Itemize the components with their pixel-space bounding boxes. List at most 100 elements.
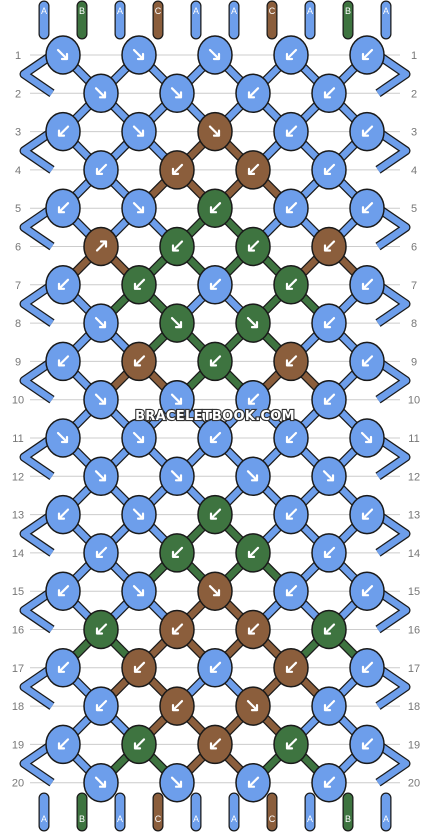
knot [311,226,347,267]
strand-label: B [79,6,85,16]
knot [349,265,385,305]
knot-arrow-icon [209,508,222,520]
strand-label: A [117,814,123,824]
knot-arrow-icon [94,317,107,329]
knot-arrow-icon [323,699,336,712]
knot-arrow-icon [171,163,184,175]
knot-arrow-icon [361,48,374,61]
row-number-left: 12 [12,471,24,483]
knot [45,35,81,75]
knot [159,150,195,190]
knot [273,724,309,765]
knot-arrow-icon [171,546,184,559]
knot-arrow-icon [323,240,336,252]
knot-arrow-icon [95,699,108,712]
knot [83,762,119,803]
row-number-left: 10 [12,395,24,407]
edge-strand [376,588,410,633]
knot [349,341,385,382]
edge-strand [20,435,54,479]
knot-arrow-icon [246,317,259,329]
row-number-right: 1 [411,50,417,62]
knot-arrow-icon [247,87,260,99]
strand-label: C [155,6,162,16]
knot-arrow-icon [132,125,145,137]
knot [121,265,157,305]
edge-strand [376,52,410,96]
knot [121,494,157,535]
knot-arrow-icon [247,163,260,175]
row-number-right: 17 [408,663,420,675]
knot-arrow-icon [209,355,222,367]
edge-strand [20,128,54,173]
knot [121,341,157,382]
strand-label: A [231,6,237,16]
knot [349,494,385,535]
knot [311,379,347,420]
row-number-right: 11 [408,433,419,445]
knot-arrow-icon [246,699,259,712]
row-number-right: 2 [411,88,417,100]
knot [83,226,119,267]
knot-arrow-icon [361,508,374,520]
knot [83,456,119,497]
edge-strand [376,282,410,326]
edge-strand [376,741,410,786]
strand-label: A [307,6,313,16]
knot-arrow-icon [95,546,108,559]
knot [235,533,271,573]
row-number-left: 5 [15,203,21,215]
knot [83,379,119,420]
knot [197,494,233,535]
edge-strand [20,358,54,403]
knot-arrow-icon [56,431,69,444]
knot-arrow-icon [170,87,183,99]
knot-arrow-icon [95,240,108,252]
knot-arrow-icon [170,393,183,405]
knot [273,418,309,458]
edge-strand [376,205,410,250]
knot-arrow-icon [209,278,222,290]
row-number-right: 6 [411,242,417,254]
knot [197,188,233,228]
knot [311,609,347,650]
row-number-right: 8 [411,318,417,330]
knot [197,648,233,688]
knot [83,686,119,726]
knot-arrow-icon [133,661,146,673]
knot-arrow-icon [57,355,70,367]
knot [197,571,233,611]
knot [83,303,119,343]
knot-arrow-icon [361,202,374,214]
knot-arrow-icon [323,776,336,788]
knot [349,111,385,152]
knot [349,571,385,611]
row-number-left: 2 [15,88,21,100]
row-number-right: 16 [408,625,420,637]
knot-arrow-icon [133,738,146,750]
knot-arrow-icon [57,661,70,673]
knot-arrow-icon [209,431,222,444]
knot-arrow-icon [95,623,108,635]
knot-arrow-icon [361,585,374,597]
knot [311,303,347,343]
knot [273,35,309,75]
knot-arrow-icon [94,776,107,788]
knot-arrow-icon [247,393,260,405]
knot [159,609,195,650]
knot [235,303,271,343]
knot-arrow-icon [170,776,183,788]
knot-arrow-icon [246,470,259,482]
edge-strand [20,665,54,709]
knot [121,418,157,458]
row-number-left: 7 [15,280,21,292]
strand-label: A [231,814,237,824]
knot-arrow-icon [171,623,184,635]
edge-strand [20,205,54,250]
knot [83,73,119,114]
row-number-right: 18 [408,701,420,713]
knot-arrow-icon [94,393,107,405]
knots [45,35,385,803]
